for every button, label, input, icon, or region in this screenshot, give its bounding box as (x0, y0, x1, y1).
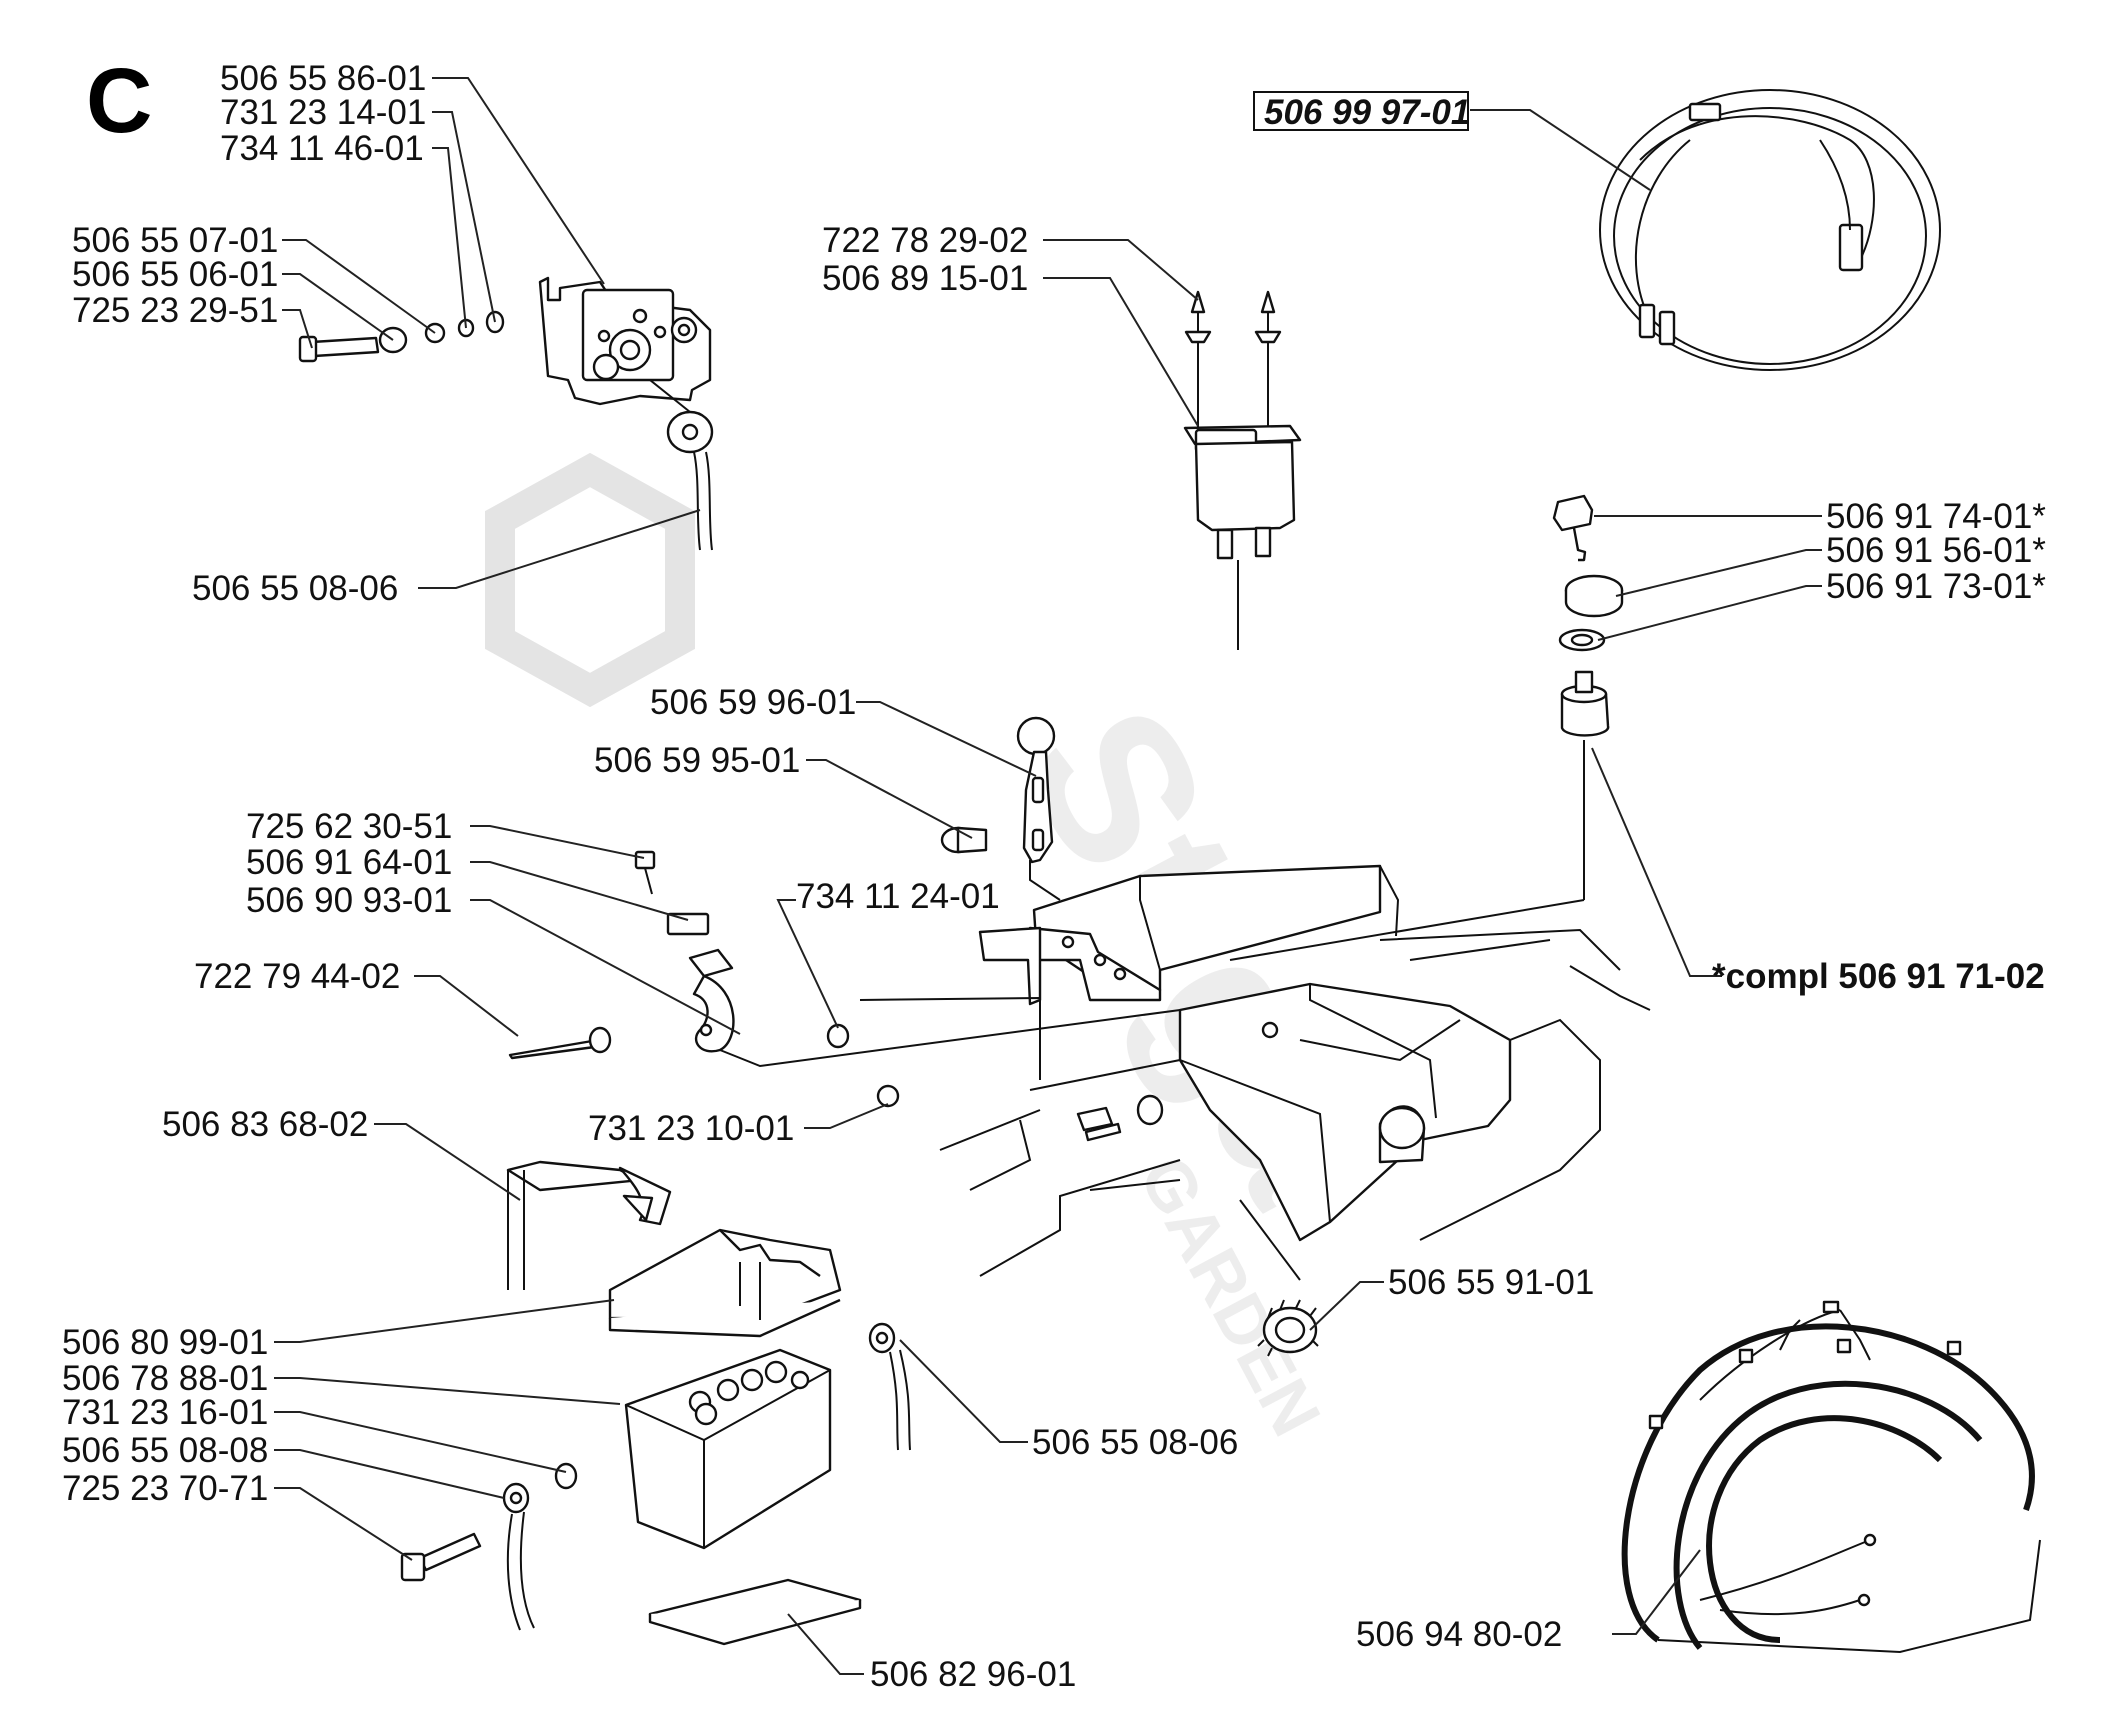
part-label: 506 55 91-01 (1388, 1263, 1594, 1302)
part-label: 506 55 08-06 (192, 569, 398, 608)
kit-number-box (1253, 91, 1469, 131)
watermark-logo (485, 452, 695, 708)
ignition-key-assembly (1229, 494, 1624, 961)
part-label: 731 23 10-01 (588, 1109, 794, 1148)
part-label: 722 78 29-02 (822, 221, 1028, 260)
part-label: 734 11 46-01 (220, 129, 424, 168)
part-label: 506 94 80-02 (1356, 1615, 1562, 1654)
section-letter: C (86, 50, 152, 152)
relay-assembly (1183, 290, 1302, 650)
part-label: 506 55 06-01 (72, 255, 278, 294)
battery-cover (608, 1228, 842, 1338)
part-label: 725 23 70-71 (62, 1469, 268, 1508)
part-label: 506 91 74-01* (1826, 497, 2046, 536)
part-label: 506 59 96-01 (650, 683, 856, 722)
part-label: 731 23 14-01 (220, 93, 426, 132)
wire-harness-bottom (1621, 1300, 2041, 1654)
part-label: 734 11 24-01 (796, 877, 1000, 916)
microswitch-assembly (508, 850, 1181, 1108)
part-label: 506 78 88-01 (62, 1359, 268, 1398)
battery-strap (506, 1160, 672, 1290)
bushing (1257, 1299, 1319, 1357)
part-label: 506 59 95-01 (594, 741, 800, 780)
gear-lever (940, 716, 1061, 901)
part-label: 506 91 56-01* (1826, 531, 2046, 570)
part-label: 506 80 99-01 (62, 1323, 268, 1362)
part-label: 506 55 07-01 (72, 221, 278, 260)
part-label: 506 82 96-01 (870, 1655, 1076, 1694)
chassis-panel (859, 864, 1651, 1281)
part-label: 722 79 44-02 (194, 957, 400, 996)
solenoid-assembly (298, 276, 714, 551)
part-label: 506 83 68-02 (162, 1105, 368, 1144)
part-labels: 506 55 86-01 731 23 14-01 734 11 46-01 5… (62, 59, 2046, 1694)
wire-harness-top (1599, 89, 1941, 371)
part-label: 725 62 30-51 (246, 807, 452, 846)
part-label: 506 91 73-01* (1826, 567, 2046, 606)
part-label: 506 91 64-01 (246, 843, 452, 882)
part-label: 506 90 93-01 (246, 881, 452, 920)
battery (400, 1322, 911, 1646)
kit-number-label: 506 99 97-01 (1264, 93, 1470, 132)
part-label: 506 55 08-08 (62, 1431, 268, 1470)
part-label: 731 23 16-01 (62, 1393, 268, 1432)
part-label: 506 89 15-01 (822, 259, 1028, 298)
part-label: 725 23 29-51 (72, 291, 278, 330)
part-label: 506 55 08-06 (1032, 1423, 1238, 1462)
part-label-complete-kit: *compl 506 91 71-02 (1712, 957, 2045, 996)
part-label: 506 55 86-01 (220, 59, 426, 98)
leader-lines (274, 77, 1822, 1675)
